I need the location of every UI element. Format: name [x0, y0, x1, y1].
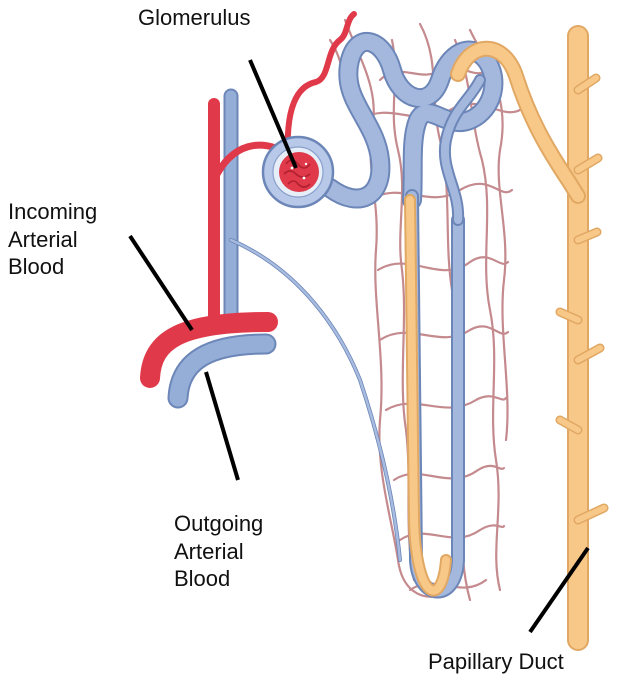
arterial-vessel — [140, 11, 357, 388]
label-incoming-line-3: Blood — [8, 254, 65, 279]
distal-tubule — [450, 40, 586, 204]
glomerulus — [261, 135, 335, 209]
leader-line-glomerulus — [248, 59, 298, 169]
label-outgoing-line-1: Outgoing — [174, 511, 264, 536]
label-papillary-text: Papillary Duct — [428, 649, 564, 674]
label-papillary-duct: Papillary Duct — [428, 648, 564, 676]
label-outgoing-line-2: Arterial — [174, 538, 244, 564]
label-outgoing-arterial-blood: Outgoing Arterial Blood — [174, 510, 263, 593]
label-incoming-arterial-blood: Incoming Arterial Blood — [8, 198, 97, 281]
leader-line-papillary — [528, 546, 590, 634]
loop-of-henle — [404, 74, 486, 599]
label-glomerulus-text: Glomerulus — [138, 5, 251, 30]
label-incoming-line-2: Arterial — [8, 226, 78, 252]
leader-line-incoming — [128, 234, 194, 332]
venous-vessel — [167, 88, 402, 562]
papillary-duct — [555, 25, 609, 651]
label-glomerulus: Glomerulus — [138, 4, 250, 32]
proximal-tubule — [320, 31, 504, 210]
label-incoming-line-1: Incoming — [8, 199, 98, 224]
leader-line-outgoing — [204, 371, 240, 481]
label-outgoing-line-3: Blood — [174, 566, 231, 591]
